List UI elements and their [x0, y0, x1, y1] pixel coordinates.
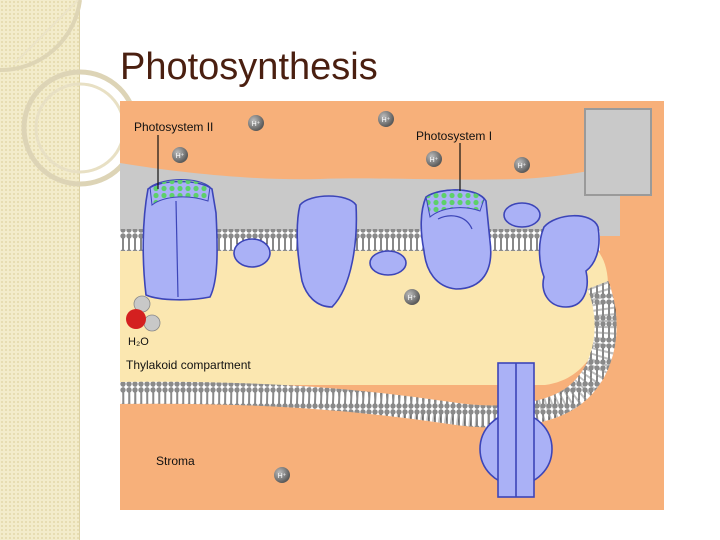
proton-ion: H⁺ — [172, 147, 188, 163]
photosystem-ii-complex — [142, 179, 218, 301]
label-stroma: Stroma — [156, 454, 195, 468]
thylakoid-lumen — [120, 241, 608, 385]
photosystem-i-complex — [420, 189, 492, 290]
sidebar-divider — [79, 0, 80, 540]
label-photosystem-i: Photosystem I — [416, 129, 492, 143]
label-water: H₂O — [128, 336, 149, 348]
svg-text:H⁺: H⁺ — [382, 117, 391, 124]
gray-panel — [584, 108, 652, 196]
proton-ion: H⁺ — [426, 151, 442, 167]
svg-text:H⁺: H⁺ — [176, 153, 185, 160]
nadp-reductase — [538, 215, 600, 308]
label-thylakoid-compartment: Thylakoid compartment — [126, 358, 251, 372]
curved-membrane — [120, 281, 617, 428]
plastocyanin — [369, 250, 407, 276]
water-molecule-icon — [126, 295, 161, 332]
svg-text:H⁺: H⁺ — [518, 163, 527, 170]
plastoquinone — [233, 238, 271, 268]
proton-ion: H⁺ — [378, 111, 394, 127]
photosynthesis-diagram: Photosystem II Photosystem I Thylakoid c… — [120, 101, 664, 510]
membrane-top-region — [120, 163, 620, 236]
proton-ion: H⁺ — [248, 115, 264, 131]
proton-ion: H⁺ — [404, 289, 420, 305]
svg-text:H⁺: H⁺ — [430, 157, 439, 164]
ferredoxin — [503, 202, 541, 228]
svg-text:H⁺: H⁺ — [408, 295, 417, 302]
proton-ion: H⁺ — [514, 157, 530, 173]
label-photosystem-ii: Photosystem II — [134, 120, 213, 134]
cytochrome-complex — [296, 195, 358, 308]
proton-ion: H⁺ — [274, 467, 290, 483]
slide-title: Photosynthesis — [120, 46, 378, 88]
atp-synthase — [479, 362, 553, 498]
svg-text:H⁺: H⁺ — [252, 121, 261, 128]
decorative-rings — [0, 0, 139, 187]
svg-text:H⁺: H⁺ — [278, 473, 287, 480]
